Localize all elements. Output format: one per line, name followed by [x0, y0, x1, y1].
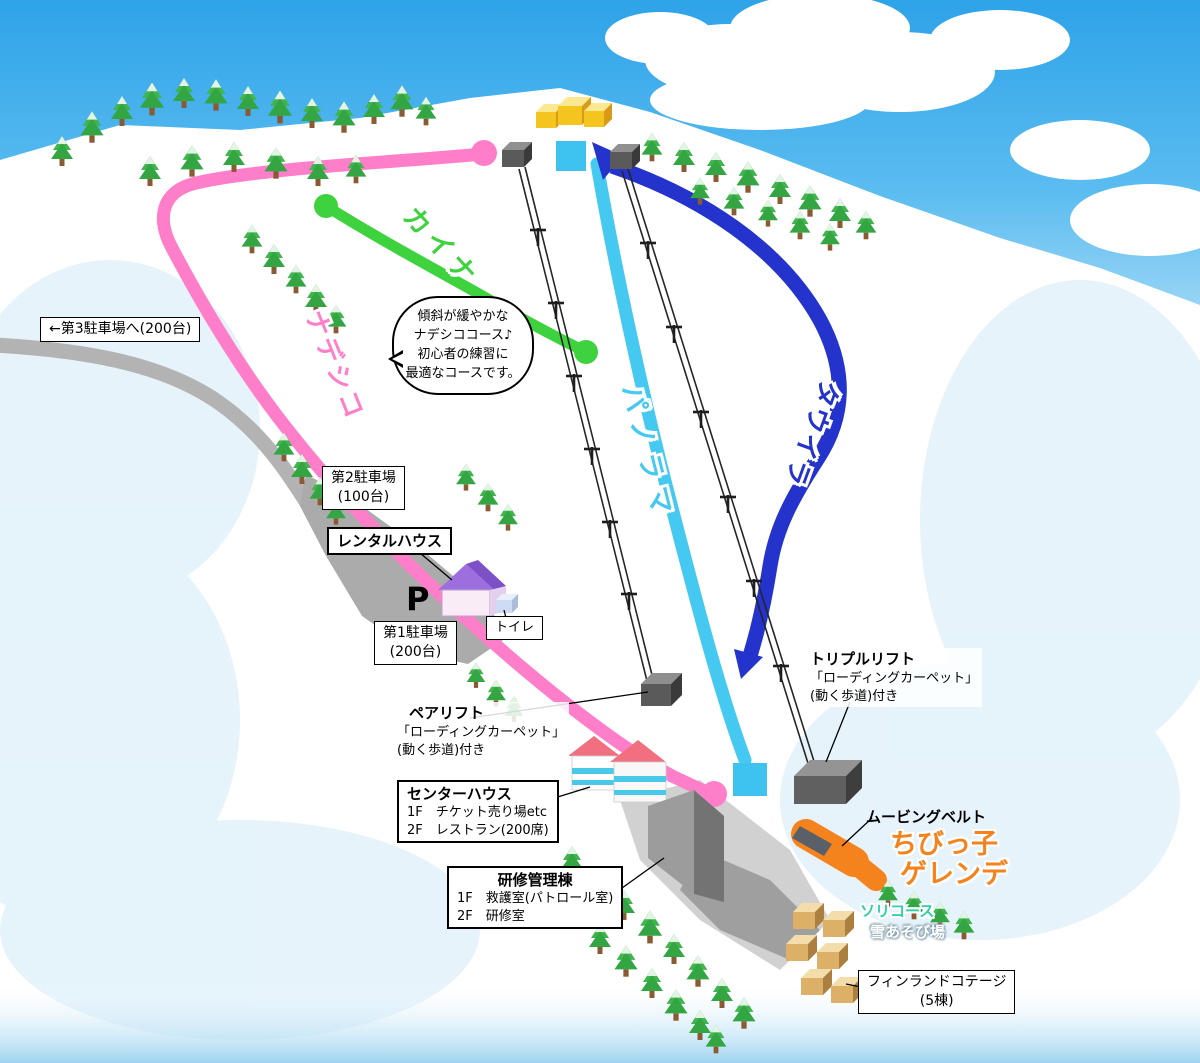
parking2-name: 第2駐車場 — [331, 470, 396, 486]
trail-tauira — [592, 142, 847, 679]
parking2-label: 第2駐車場 (100台) — [322, 466, 405, 510]
info-bubble-line: 傾斜が緩やかな — [417, 309, 509, 324]
center-house-line: 2F レストラン(200席) — [407, 822, 549, 838]
cottage-count: (5棟) — [919, 992, 954, 1009]
center-house-line: 1F チケット売り場etc — [407, 805, 547, 821]
kids-slope-line: ゲレンデ — [900, 858, 1008, 890]
triple-lift-line: 「ローディングカーペット」 — [810, 671, 979, 686]
pair-lift-line: 「ローディングカーペット」 — [397, 725, 566, 740]
parking2-capacity: (100台) — [337, 488, 390, 505]
info-bubble-line: ナデシココース♪ — [413, 327, 513, 343]
snow-play-label: 雪あそび場 — [870, 923, 946, 941]
toilet-label: トイレ — [486, 616, 544, 640]
panorama-bottom-square — [733, 763, 767, 796]
parking1-name: 第1駐車場 — [383, 625, 448, 641]
triple-lift-label: トリプルリフト 「ローディングカーペット」 (動く歩道)付き — [806, 648, 983, 708]
kids-slope-label: ちびっ子 ゲレンデ — [890, 830, 1008, 889]
parking1-p-mark: P — [406, 580, 430, 618]
parking3-label: ←第3駐車場へ(200台) — [40, 317, 201, 342]
trail-panorama — [590, 157, 752, 767]
trail-kaina-start-dot — [314, 194, 338, 218]
training-line: 2F 研修室 — [457, 908, 525, 924]
triple-lift-top-station — [610, 144, 640, 169]
triple-lift-line: (動く歩道)付き — [810, 689, 899, 705]
moving-belt-equipment — [791, 819, 887, 891]
trail-kaina-end-dot — [574, 340, 598, 364]
parking1-label: 第1駐車場 (200台) — [374, 621, 457, 665]
sled-course-label: ソリコース — [860, 902, 935, 920]
trail-nadeshiko — [156, 140, 727, 807]
rental-house-label: レンタルハウス — [327, 527, 453, 556]
pair-lift-line: (動く歩道)付き — [397, 743, 486, 759]
training-building — [648, 790, 724, 902]
training-title: 研修管理棟 — [497, 871, 573, 889]
moving-belt-label: ムービングベルト — [866, 808, 987, 826]
pair-lift — [518, 166, 656, 690]
pair-lift-top-station — [502, 142, 532, 167]
training-building-label: 研修管理棟 1F 救護室(パトロール室) 2F 研修室 — [447, 866, 624, 930]
rental-house-building — [438, 560, 506, 617]
trail-tauira-top-arrow — [592, 142, 623, 180]
trail-nadeshiko-start-dot — [471, 140, 497, 166]
center-house-building — [568, 736, 667, 803]
pair-lift-title: ペアリフト — [409, 704, 485, 722]
triple-lift — [621, 168, 819, 777]
trail-tauira-bottom-arrow — [734, 649, 763, 679]
finland-cottages — [786, 903, 862, 1003]
training-line: 1F 救護室(パトロール室) — [457, 891, 614, 907]
triple-lift-title: トリプルリフト — [810, 650, 916, 668]
summit-huts — [536, 97, 612, 128]
panorama-top-square — [556, 141, 586, 171]
finland-cottage-label: フィンランドコテージ (5棟) — [858, 970, 1016, 1014]
parking1-capacity: (200台) — [389, 643, 442, 660]
info-bubble: 傾斜が緩やかな ナデシココース♪ 初心者の練習に 最適なコースです。 — [388, 296, 534, 396]
triple-lift-bottom-station — [794, 760, 862, 804]
center-house-label: センターハウス 1F チケット売り場etc 2F レストラン(200席) — [397, 780, 559, 844]
pair-lift-label: ペアリフト 「ローディングカーペット」 (動く歩道)付き — [393, 702, 570, 762]
trail-nadeshiko-end-dot — [701, 781, 727, 807]
center-house-title: センターハウス — [407, 785, 512, 803]
toilet-building — [496, 594, 518, 613]
info-bubble-line: 初心者の練習に — [417, 346, 509, 362]
info-bubble-line: 最適なコースです。 — [405, 365, 521, 381]
kids-slope-line: ちびっ子 — [890, 829, 998, 860]
pair-lift-bottom-station — [641, 673, 682, 706]
cottage-name: フィンランドコテージ — [867, 974, 1007, 990]
clouds — [605, 0, 1200, 256]
bottom-haze — [0, 980, 1200, 1063]
